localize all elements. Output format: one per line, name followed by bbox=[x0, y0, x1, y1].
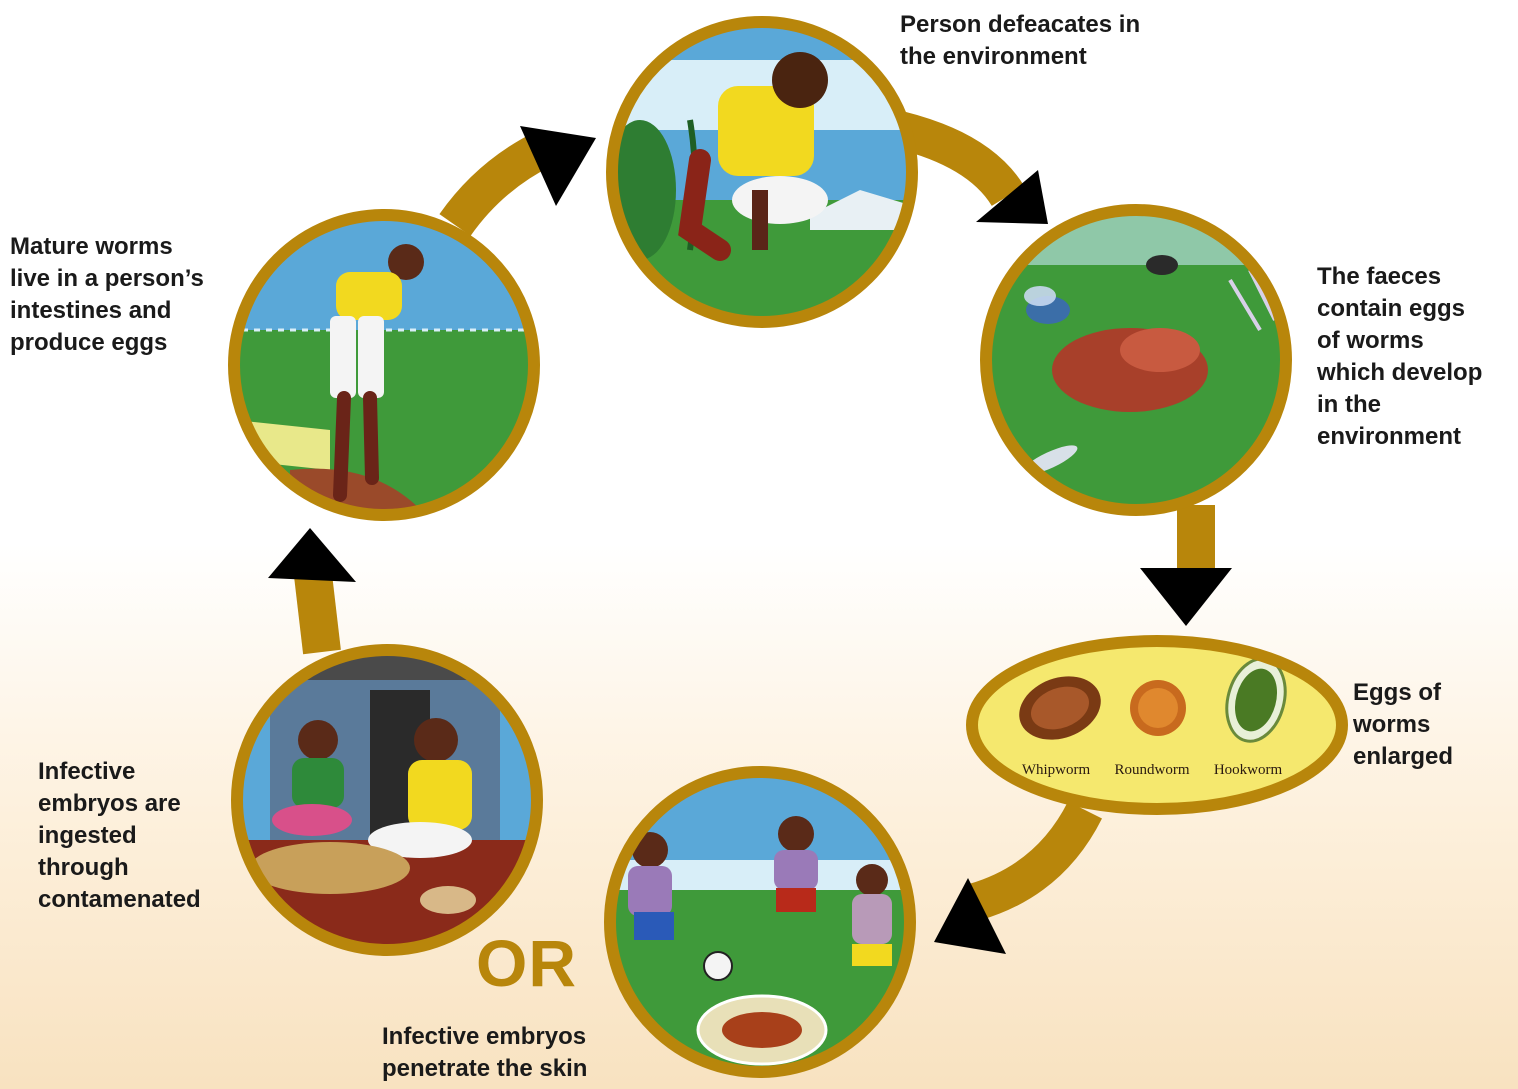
label-line: of worms bbox=[1317, 325, 1482, 357]
label-penetrate-skin: Infective embryos penetrate the skin bbox=[382, 1021, 587, 1085]
label-line: worms bbox=[1353, 709, 1453, 741]
label-line: contain eggs bbox=[1317, 293, 1482, 325]
label-line: embryos are bbox=[38, 788, 201, 820]
label-line: intestines and bbox=[10, 295, 204, 327]
label-line: The faeces bbox=[1317, 261, 1482, 293]
family-eating-scene-icon bbox=[230, 645, 550, 970]
worm-eggs-closeup-icon: Whipworm Roundworm Hookworm bbox=[970, 640, 1350, 810]
or-label: OR bbox=[476, 928, 577, 998]
arrow-band-3 bbox=[975, 810, 1085, 902]
label-line: in the bbox=[1317, 389, 1482, 421]
label-line: Infective embryos bbox=[382, 1021, 587, 1053]
label-line: Mature worms bbox=[10, 231, 204, 263]
arrow-head-4 bbox=[268, 528, 356, 582]
label-person-defecates: Person defeacates in the environment bbox=[900, 9, 1140, 73]
label-line: produce eggs bbox=[10, 327, 204, 359]
label-line: the environment bbox=[900, 41, 1140, 73]
label-embryos-ingested: Infective embryos are ingested through c… bbox=[38, 756, 201, 916]
label-line: Infective bbox=[38, 756, 201, 788]
label-line: through bbox=[38, 852, 201, 884]
label-line: ingested bbox=[38, 820, 201, 852]
label-line: penetrate the skin bbox=[382, 1053, 587, 1085]
arrow-band-4 bbox=[313, 575, 322, 652]
label-eggs-enlarged: Eggs of worms enlarged bbox=[1353, 677, 1453, 773]
egg-caption-whipworm: Whipworm bbox=[1022, 762, 1091, 778]
flies-on-faeces-scene-icon bbox=[980, 205, 1300, 525]
label-line: contamenated bbox=[38, 884, 201, 916]
egg-caption-roundworm: Roundworm bbox=[1115, 762, 1190, 778]
label-mature-worms: Mature worms live in a person’s intestin… bbox=[10, 231, 204, 359]
egg-caption-hookworm: Hookworm bbox=[1214, 762, 1283, 778]
label-line: live in a person’s bbox=[10, 263, 204, 295]
label-line: which develop bbox=[1317, 357, 1482, 389]
label-line: enlarged bbox=[1353, 741, 1453, 773]
label-line: environment bbox=[1317, 421, 1482, 453]
children-playing-football-scene-icon bbox=[600, 765, 920, 1089]
arrow-head-2 bbox=[1140, 568, 1232, 626]
crouching-person-scene-icon bbox=[600, 10, 930, 340]
label-line: Person defeacates in bbox=[900, 9, 1140, 41]
arrow-band-5 bbox=[455, 148, 545, 225]
label-line: Eggs of bbox=[1353, 677, 1453, 709]
sick-boy-scene-icon bbox=[230, 210, 550, 530]
label-faeces-contain-eggs: The faeces contain eggs of worms which d… bbox=[1317, 261, 1482, 453]
